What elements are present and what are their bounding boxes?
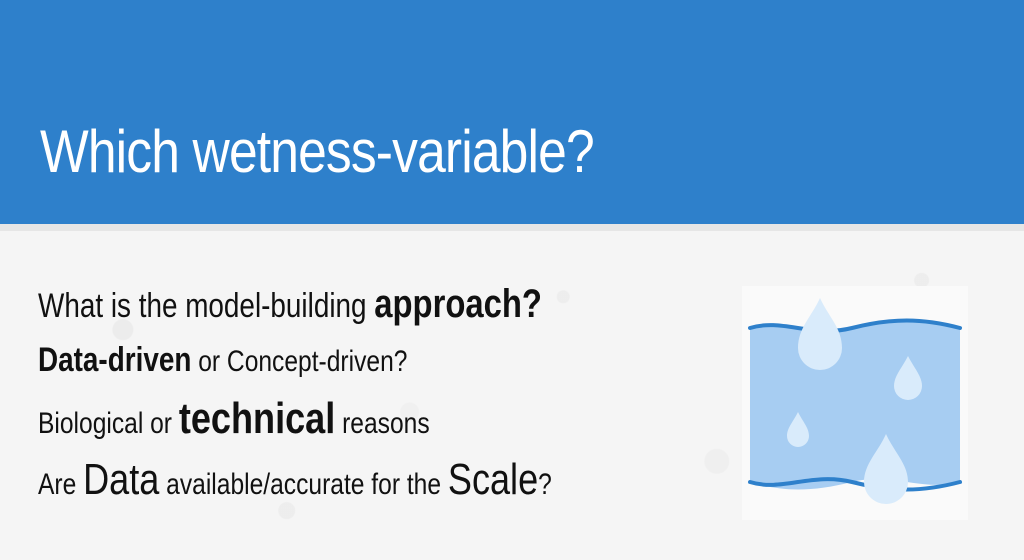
line-text: Are	[38, 468, 84, 501]
drop-icon-small-right	[894, 356, 922, 400]
emphasis-data-driven: Data-driven	[38, 341, 192, 379]
divider	[0, 224, 1024, 231]
water-body-shape	[750, 320, 960, 490]
bullet-line-data-driven: Data-driven or Concept-driven?	[38, 338, 407, 384]
line-text: or Concept-driven?	[191, 345, 408, 378]
emphasis-scale: Scale	[447, 455, 539, 504]
line-text: reasons	[335, 407, 430, 440]
bullet-line-scale: Are Data available/accurate for the Scal…	[38, 452, 552, 513]
emphasis-technical: technical	[178, 394, 336, 443]
line-text: available/accurate for the	[159, 468, 448, 501]
drop-icon-large-top	[798, 298, 842, 370]
slide-title: Which wetness-variable?	[40, 118, 595, 185]
line-text: Biological or	[38, 407, 179, 440]
water-drops-icon	[742, 286, 968, 520]
title-bar: Which wetness-variable?	[0, 0, 1024, 224]
bottom-wave-line	[748, 477, 962, 492]
drop-icon-large-bottom	[864, 434, 908, 504]
bullet-line-approach: What is the model-building approach?	[38, 281, 542, 329]
line-text: What is the model-building	[38, 287, 375, 325]
line-text: ?	[538, 468, 552, 501]
bullet-line-reasons: Biological or technical reasons	[38, 393, 430, 450]
top-wave-line	[748, 318, 962, 333]
drop-icon-small-left	[787, 412, 809, 447]
water-drops-svg	[748, 298, 962, 504]
emphasis-approach: approach?	[374, 282, 542, 326]
emphasis-data: Data	[83, 455, 160, 504]
